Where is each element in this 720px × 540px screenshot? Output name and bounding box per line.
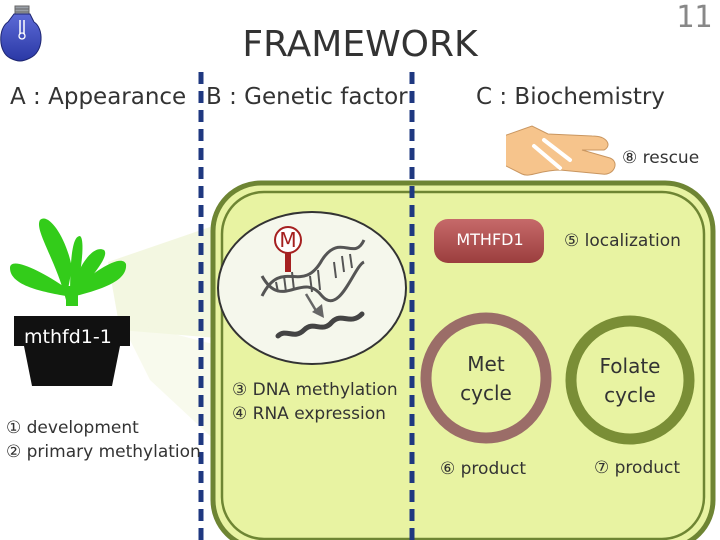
pot bbox=[14, 316, 130, 386]
appearance-item-primary-methylation: ② primary methylation bbox=[6, 442, 201, 462]
light-bulb-icon bbox=[0, 5, 42, 62]
localization-label: ⑤ localization bbox=[564, 231, 681, 251]
folate-cycle-label: Folate cycle bbox=[599, 354, 661, 407]
rescue-label: ⑧ rescue bbox=[622, 148, 700, 168]
dna-helix-icon bbox=[260, 239, 366, 303]
column-c-heading: C : Biochemistry bbox=[476, 84, 665, 110]
column-b-heading: B : Genetic factor bbox=[206, 84, 408, 110]
methylation-marker-circle bbox=[274, 226, 302, 254]
genetic-item-rna-expression: ④ RNA expression bbox=[232, 404, 386, 424]
highlight-beam-lower bbox=[120, 320, 236, 460]
mthfd1-pill bbox=[434, 219, 544, 263]
cell-inner bbox=[220, 190, 706, 540]
plant-icon bbox=[10, 218, 127, 306]
met-cycle-ring bbox=[420, 312, 552, 444]
page-number: 11 bbox=[676, 0, 713, 35]
appearance-item-development: ① development bbox=[6, 418, 139, 438]
rna-strand-icon bbox=[275, 311, 365, 339]
methylation-marker-label: M bbox=[279, 228, 297, 252]
slide-title: FRAMEWORK bbox=[242, 24, 478, 65]
hand-icon bbox=[476, 124, 616, 176]
genetic-item-dna-methylation: ③ DNA methylation bbox=[232, 380, 398, 400]
met-cycle-label: Met cycle bbox=[460, 352, 512, 405]
transcription-arrowhead-icon bbox=[312, 304, 324, 318]
column-a-heading: A : Appearance bbox=[10, 84, 187, 110]
folate-product-label: ⑦ product bbox=[594, 458, 681, 478]
mutant-label: mthfd1-1 bbox=[24, 326, 112, 348]
met-product-label: ⑥ product bbox=[440, 459, 527, 479]
mthfd1-label: MTHFD1 bbox=[456, 230, 524, 249]
highlight-beam bbox=[108, 216, 242, 340]
folate-cycle-ring bbox=[565, 315, 695, 445]
